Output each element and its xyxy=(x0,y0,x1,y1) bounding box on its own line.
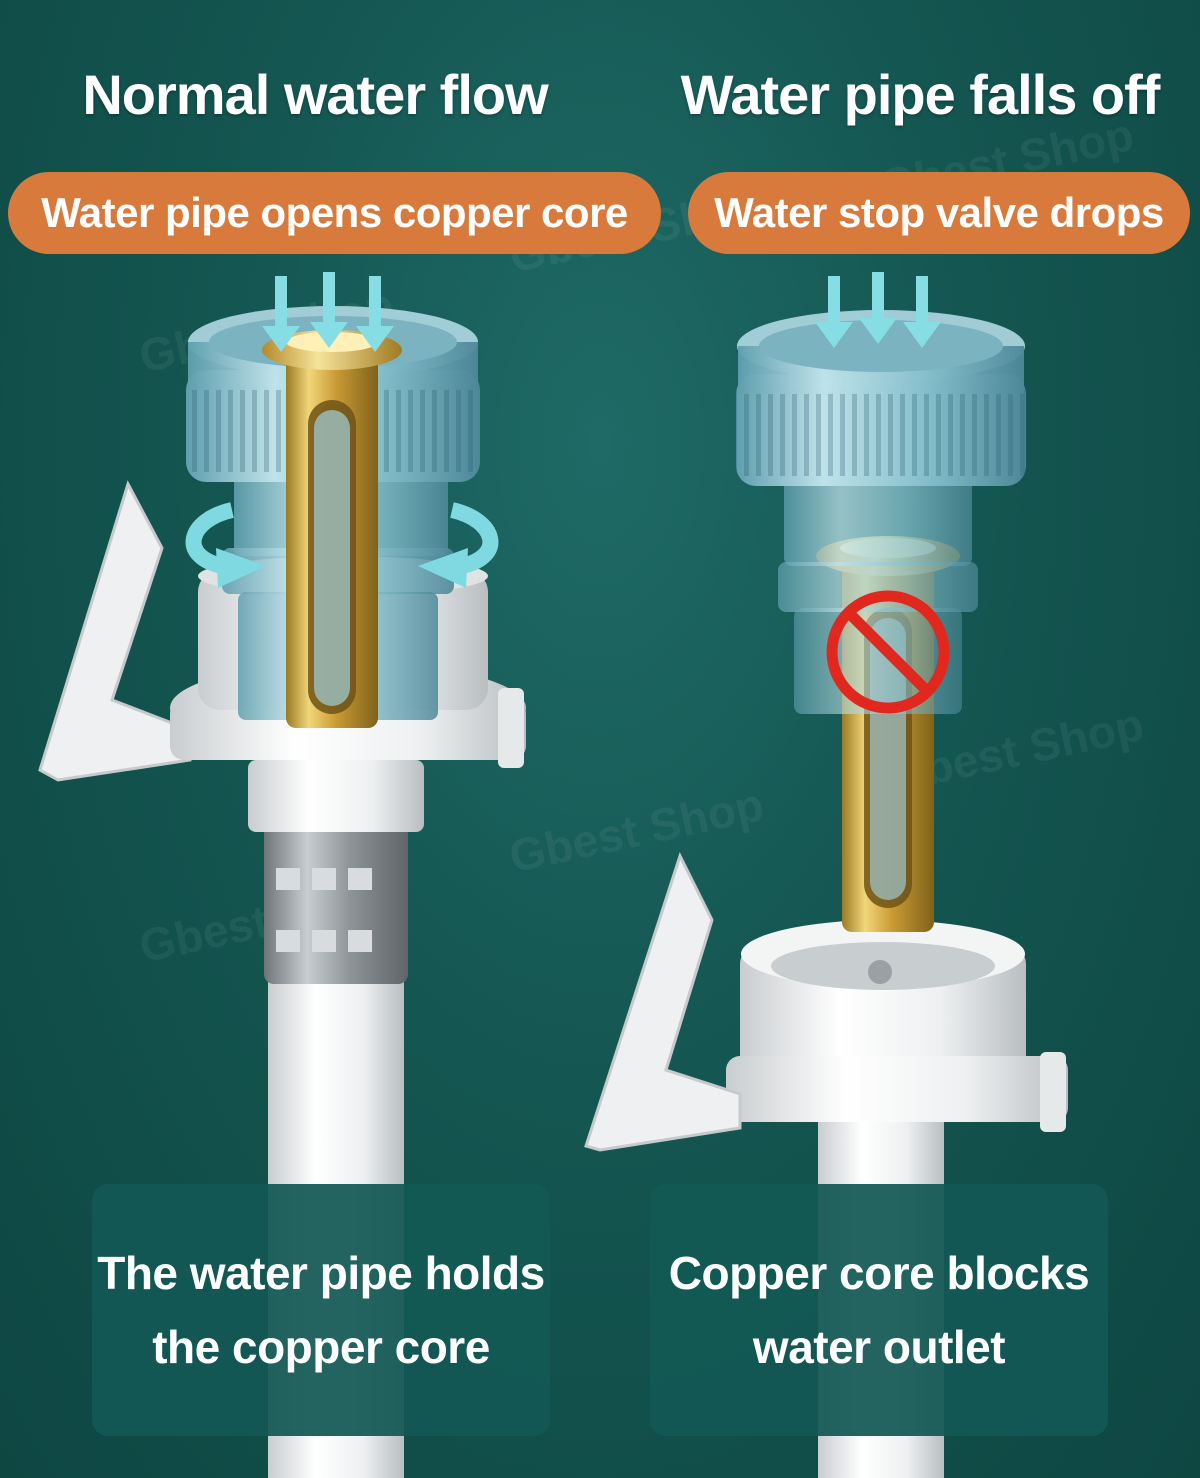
right-caption-line-2: water outlet xyxy=(752,1321,1006,1373)
right-caption-box: Copper core blocks water outlet xyxy=(650,1184,1108,1436)
right-clip-lever xyxy=(584,852,742,1152)
right-badge: Water stop valve drops xyxy=(688,172,1190,254)
left-clip-lever xyxy=(38,480,192,782)
left-copper-core xyxy=(262,330,402,728)
right-valve xyxy=(584,272,1068,1478)
left-caption-line-1: The water pipe holds xyxy=(97,1247,545,1299)
right-caption-line-1: Copper core blocks xyxy=(668,1247,1090,1299)
left-steel-sleeve xyxy=(264,824,408,984)
left-valve xyxy=(38,272,526,1478)
left-caption-box: The water pipe holds the copper core xyxy=(92,1184,550,1436)
prohibited-icon xyxy=(826,590,950,714)
down-arrow-icon xyxy=(815,272,941,348)
left-title: Normal water flow xyxy=(82,63,548,126)
left-caption-line-2: the copper core xyxy=(152,1321,490,1373)
rotate-arrow-icon xyxy=(418,502,499,588)
right-title: Water pipe falls off xyxy=(680,63,1161,126)
down-arrow-icon xyxy=(262,272,394,352)
rotate-arrow-icon xyxy=(185,502,266,588)
left-badge: Water pipe opens copper core xyxy=(8,172,661,254)
